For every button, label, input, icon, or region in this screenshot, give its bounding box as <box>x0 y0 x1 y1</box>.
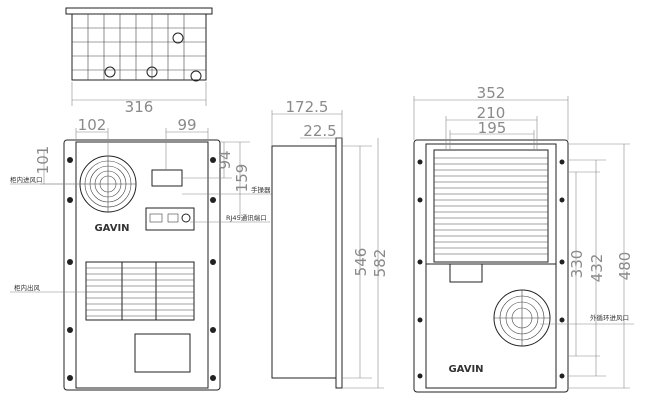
bolt-icon <box>104 66 116 78</box>
dim-316: 316 <box>125 98 154 116</box>
controller-panel <box>151 169 183 187</box>
side-view: 172.5 22.5 546 582 <box>271 98 389 389</box>
rear-view: GAVIN 352 210 195 330 432 480 外循环进风口 <box>413 84 634 393</box>
outlet-grille <box>85 261 195 321</box>
dim-210: 210 <box>477 104 506 122</box>
logo: GAVIN <box>94 223 129 234</box>
dim-582: 582 <box>371 249 389 278</box>
top-view: 316 <box>65 7 213 116</box>
dim-159: 159 <box>233 164 251 193</box>
label-inner-air-inlet: 柜内进风口 <box>10 175 43 184</box>
label-controller: 手操器 <box>251 185 271 194</box>
rear-grille <box>433 149 549 263</box>
label-rj45: RJ45通讯端口 <box>226 213 267 222</box>
bolt-icon <box>172 32 184 44</box>
dim-101: 101 <box>34 146 52 175</box>
bolt-icon <box>190 70 202 82</box>
rear-logo: GAVIN <box>448 364 483 375</box>
dim-432: 432 <box>588 254 606 283</box>
dim-94: 94 <box>216 150 234 169</box>
bolt-icon <box>146 66 158 78</box>
dim-195: 195 <box>478 119 507 137</box>
dim-102: 102 <box>78 116 107 134</box>
rj45-panel <box>145 207 195 231</box>
label-outer-air-inlet: 外循环进风口 <box>590 313 629 322</box>
dim-352: 352 <box>477 84 506 102</box>
dim-546: 546 <box>352 248 370 277</box>
dim-22-5: 22.5 <box>303 122 336 140</box>
front-view: GAVIN 102 99 101 94 159 柜内进风口 手操器 RJ45通讯… <box>10 116 272 391</box>
dim-99: 99 <box>177 116 196 134</box>
rear-fan-icon <box>493 289 551 347</box>
dim-172-5: 172.5 <box>286 98 329 116</box>
dim-330: 330 <box>568 250 586 279</box>
label-inner-air-outlet: 柜内出风 <box>14 283 41 292</box>
dim-480: 480 <box>616 252 634 281</box>
